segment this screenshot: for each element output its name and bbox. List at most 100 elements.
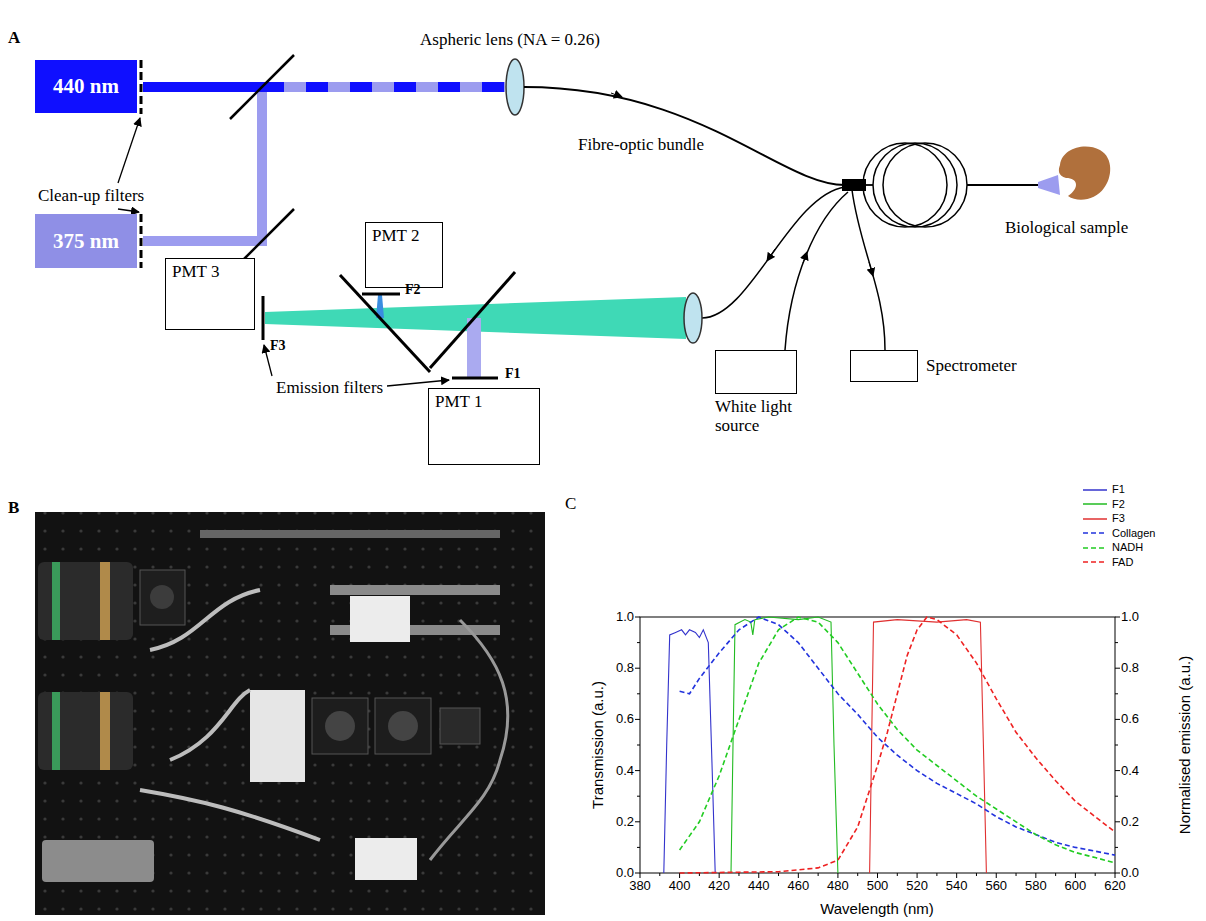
y-tick: [637, 745, 640, 746]
laser-beam-375: [257, 92, 267, 246]
text-label: Fibre-optic bundle: [578, 135, 704, 155]
y-tick: [1115, 770, 1120, 771]
text-label: Wavelength (nm): [820, 900, 934, 917]
pmt-box: PMT 2: [365, 222, 443, 288]
direction-arrow: [611, 93, 622, 97]
x-tick: [1075, 873, 1076, 878]
legend-line: [1083, 489, 1107, 491]
legend-line-sample: [1082, 543, 1108, 553]
legend-row: FAD: [1082, 557, 1133, 568]
laser-head: [38, 562, 133, 640]
laser-beam-440: [143, 82, 263, 92]
legend-line: [1083, 532, 1107, 534]
mount-aperture: [150, 585, 174, 609]
fibre-optic-bundle: [524, 87, 845, 185]
tick-label: 0.6: [1121, 712, 1139, 727]
y-tick: [1115, 719, 1120, 720]
spectrum-curve: [731, 617, 838, 873]
spectrometer-fibre: [852, 190, 885, 350]
tick-label: 0.8: [616, 661, 634, 676]
photo-ground: [35, 512, 545, 915]
legend-line: [1083, 503, 1107, 505]
emission-filter: [262, 296, 265, 340]
tick-label: 0.2: [616, 814, 634, 829]
white-housing: [250, 690, 305, 782]
laser-band: [100, 562, 110, 640]
tick-label: 600: [1065, 879, 1087, 894]
tick-label: 420: [708, 879, 730, 894]
rail: [330, 585, 500, 595]
x-tick: [738, 873, 739, 876]
tick-label: 0.0: [616, 866, 634, 881]
node-label: Spectrometer: [926, 356, 1017, 376]
tick-label: 1.0: [616, 610, 634, 625]
legend-row: F3: [1082, 513, 1125, 524]
emission-filter: [452, 377, 498, 380]
fibre-cable: [430, 620, 508, 860]
fibre-coil: [863, 143, 947, 227]
fibre-coil: [873, 143, 957, 227]
direction-arrow: [869, 262, 873, 276]
filter-cube-port: [325, 711, 355, 741]
laser-beam-375: [143, 236, 267, 246]
laser-box: 375 nm: [35, 214, 137, 268]
y-tick: [635, 770, 640, 771]
y-tick: [635, 668, 640, 669]
tick-label: 440: [748, 879, 770, 894]
node-label: PMT 2: [372, 226, 436, 246]
light-source: White light source: [715, 350, 810, 435]
spectrum-curve: [680, 617, 1115, 855]
mount: [140, 570, 185, 625]
legend-line-sample: [1082, 557, 1108, 567]
filter-cube-port: [388, 711, 418, 741]
spectrometer: Spectrometer: [850, 350, 1017, 382]
text-label: C: [565, 494, 576, 514]
legend-row: F1: [1082, 484, 1125, 495]
tick-label: 460: [787, 879, 809, 894]
x-tick: [936, 873, 937, 876]
y-tick: [1115, 847, 1118, 848]
dichroic-mirror: [340, 275, 430, 372]
y-tick: [1115, 642, 1118, 643]
text-label: A: [8, 28, 20, 48]
x-tick: [1035, 873, 1036, 878]
node-label: 440 nm: [53, 74, 119, 98]
legend-text: NADH: [1112, 542, 1143, 553]
node-label: White light source: [715, 398, 810, 435]
text-label: Emission filters: [276, 378, 383, 398]
legend-row: NADH: [1082, 542, 1143, 553]
x-tick: [798, 873, 799, 878]
tick-label: 500: [867, 879, 889, 894]
collection-fibre: [702, 187, 845, 318]
tick-label: 520: [906, 879, 928, 894]
x-tick: [976, 873, 977, 876]
legend-line-sample: [1082, 514, 1108, 524]
power-box: [42, 840, 154, 882]
y-tick: [637, 847, 640, 848]
x-tick: [719, 873, 720, 878]
combined-beam: [262, 82, 505, 92]
y-tick: [637, 796, 640, 797]
x-tick: [778, 873, 779, 876]
tick-label: 0.2: [1121, 814, 1139, 829]
tick-label: 0.6: [616, 712, 634, 727]
legend-row: Collagen: [1082, 528, 1155, 539]
white-housing: [350, 596, 410, 642]
spectrum-curve: [680, 617, 1115, 873]
node-label: PMT 3: [172, 262, 248, 282]
text-label: Aspheric lens (NA = 0.26): [420, 30, 600, 50]
y-tick: [637, 642, 640, 643]
clean-up-filter: [140, 60, 143, 114]
tick-label: 560: [985, 879, 1007, 894]
laser-band: [52, 562, 60, 640]
text-label: F1: [505, 366, 521, 382]
text-label: B: [8, 498, 19, 518]
tick-label: 0.0: [1121, 866, 1139, 881]
x-tick: [1115, 873, 1116, 878]
pmt-box: PMT 1: [428, 388, 540, 465]
x-tick: [1016, 873, 1017, 876]
setup-photo: [35, 512, 545, 915]
direction-arrow: [803, 252, 807, 263]
pmt-box: PMT 3: [165, 258, 255, 330]
y-tick: [1115, 693, 1118, 694]
